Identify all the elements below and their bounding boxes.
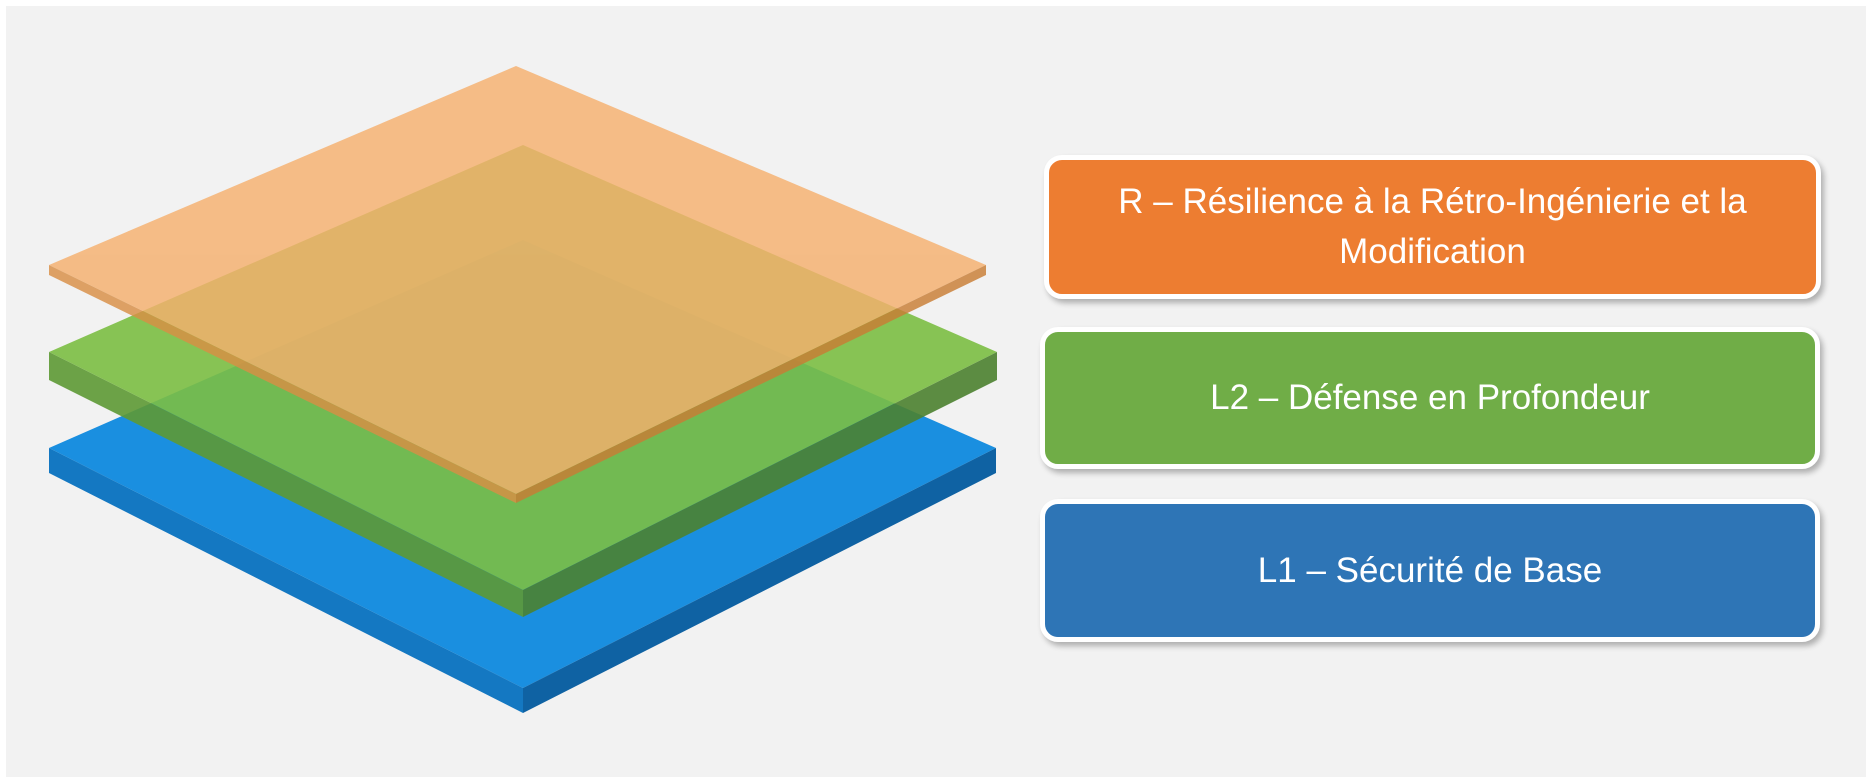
layer-plate-l2-left-side [49, 352, 523, 617]
layer-plate-r-left-side [49, 265, 516, 503]
layer-plate-l2-right-side [523, 352, 997, 617]
layer-plate-r-right-side [516, 265, 986, 503]
label-box-r: R – Résilience à la Rétro-Ingénierie et … [1044, 155, 1821, 299]
label-l2-text: L2 – Défense en Profondeur [1210, 378, 1650, 418]
layer-plate-l1-right-side [523, 448, 996, 713]
layer-plate-l1-left-side [49, 448, 523, 713]
layer-plate-r-top [49, 66, 986, 494]
label-l1-text: L1 – Sécurité de Base [1257, 550, 1603, 590]
layer-plate-r [49, 66, 986, 503]
label-box-l1: L1 – Sécurité de Base [1040, 499, 1820, 642]
label-box-l2: L2 – Défense en Profondeur [1040, 327, 1820, 469]
label-r-text: R – Résilience à la Rétro-Ingénierie et … [1118, 182, 1747, 271]
